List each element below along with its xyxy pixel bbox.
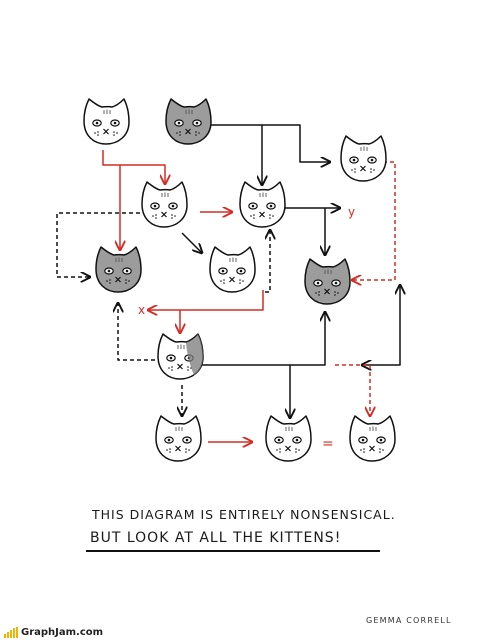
dashed-black-arrow-18: [118, 303, 155, 361]
kitten-face-10: [155, 415, 202, 462]
black-arrow-7: [290, 312, 325, 366]
dashed-red-arrow-20: [335, 364, 370, 416]
kitten-face-4: [239, 181, 286, 228]
black-arrow-1: [210, 124, 330, 162]
dashed-black-arrow-15: [56, 212, 140, 277]
caption-line-2: BUT LOOK AT ALL THE KITTENS!: [90, 530, 342, 546]
equals-sign: =: [322, 436, 334, 452]
kitten-face-3: [141, 181, 188, 228]
kitten-face-7: [209, 246, 256, 293]
red-arrow-12: [148, 290, 264, 310]
caption-line-1: THIS DIAGRAM IS ENTIRELY NONSENSICAL.: [92, 507, 396, 522]
signal-bars-icon: [4, 626, 18, 638]
dashed-black-arrow-16: [265, 230, 270, 293]
kitten-face-1: [83, 98, 130, 145]
kitten-face-12: [349, 415, 396, 462]
black-arrow-6: [202, 364, 290, 418]
y-label: y: [348, 205, 355, 219]
artist-signature: GEMMA CORRELL: [366, 616, 452, 625]
black-arrow-8: [362, 285, 400, 365]
kitten-face-9: [157, 333, 204, 380]
footer-bar: GraphJam.com: [0, 624, 480, 640]
caption-underline: [86, 550, 380, 552]
x-label: x: [138, 303, 145, 317]
graphjam-link[interactable]: GraphJam.com: [21, 626, 104, 638]
kitten-face-8: [304, 258, 351, 305]
red-arrow-10: [120, 164, 165, 184]
kitten-face-2: [165, 98, 212, 145]
kitten-face-11: [265, 415, 312, 462]
kitten-face-6: [95, 246, 142, 293]
kitten-face-5: [340, 135, 387, 182]
black-arrow-3: [181, 232, 202, 253]
red-arrow-9: [102, 150, 120, 250]
